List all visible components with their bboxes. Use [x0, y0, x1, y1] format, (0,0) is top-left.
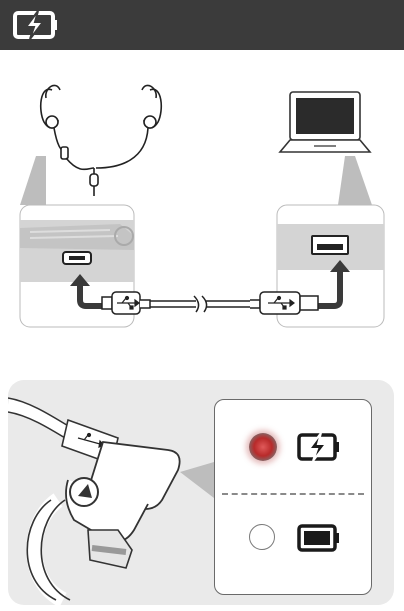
led-red-lit-indicator [249, 433, 277, 461]
charging-battery-icon [296, 431, 342, 463]
charging-illustration [0, 50, 404, 380]
earphones-icon [41, 85, 162, 196]
led-status-card [214, 399, 372, 595]
led-off-indicator [249, 524, 275, 550]
status-divider [222, 493, 364, 495]
full-battery-icon [296, 522, 342, 554]
header-bar [0, 0, 404, 50]
laptop-icon [280, 92, 370, 152]
charging-battery-icon [12, 8, 60, 42]
